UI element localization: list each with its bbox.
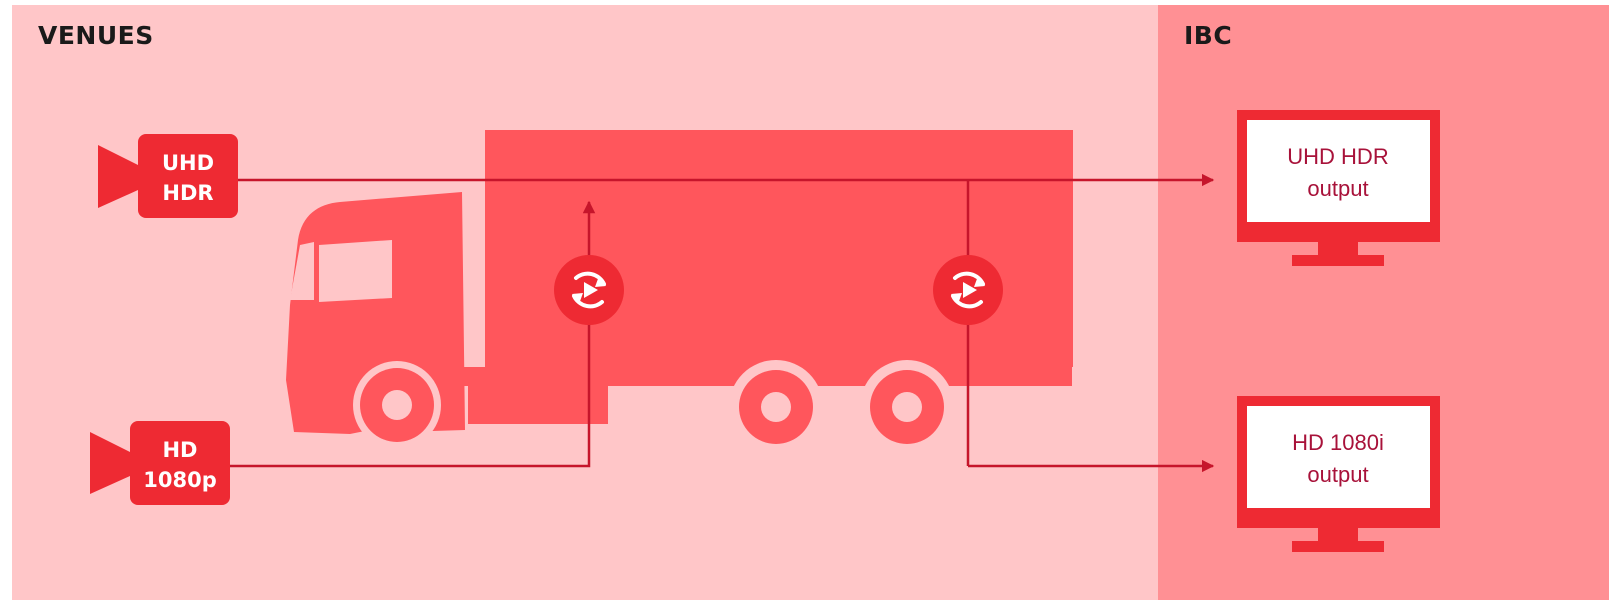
- source-label-line1: HD: [162, 438, 197, 462]
- source-label-line1: UHD: [162, 151, 214, 175]
- monitor-screen: [1247, 120, 1430, 222]
- monitor-stand: [1318, 528, 1358, 542]
- convert-play-icon: [933, 255, 1003, 325]
- monitor-screen: [1247, 406, 1430, 508]
- source-label-line2: 1080p: [143, 468, 216, 492]
- output-label-line2: output: [1307, 176, 1368, 201]
- output-label-line1: UHD HDR: [1287, 144, 1388, 169]
- output-label-line2: output: [1307, 462, 1368, 487]
- monitor-stand: [1318, 242, 1358, 256]
- convert-play-icon: [554, 255, 624, 325]
- monitor-base: [1292, 255, 1384, 266]
- source-badge: [130, 421, 230, 505]
- monitor-base: [1292, 541, 1384, 552]
- venues-label: VENUES: [38, 21, 154, 50]
- output-label-line1: HD 1080i: [1292, 430, 1384, 455]
- source-badge: [138, 134, 238, 218]
- source-label-line2: HDR: [162, 181, 213, 205]
- ibc-label: IBC: [1184, 21, 1232, 50]
